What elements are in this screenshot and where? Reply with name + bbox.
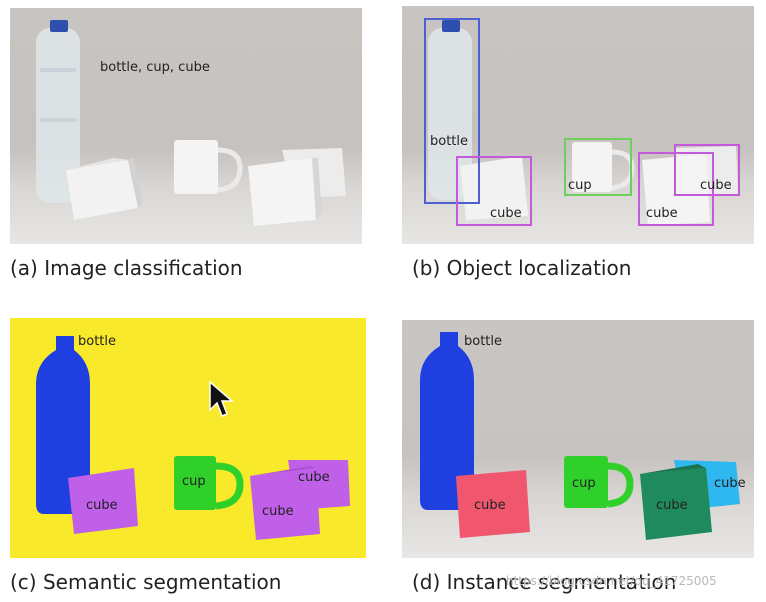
label-cube: cube [490,206,522,221]
label-cube: cube [86,498,118,513]
segmentation-map-d [420,332,740,540]
bbox-cup [564,138,632,196]
caption-c: (c) Semantic segmentation [10,570,282,594]
caption-b: (b) Object localization [412,256,632,280]
label-cup: cup [568,178,592,193]
label-cube: cube [656,498,688,513]
cube-shape [66,160,138,220]
panel-object-localization: bottle cup cube cube cube [402,6,754,244]
cube-mask [456,470,530,538]
label-cube: cube [262,504,294,519]
segmentation-map-c [36,336,350,540]
cube-shape [642,154,710,226]
bbox-cube [456,156,532,226]
label-bottle: bottle [430,134,469,149]
cube-mask [250,468,320,540]
cup-mask [564,456,608,508]
cup-mask [174,456,216,510]
label-bottle: bottle [464,334,503,349]
bbox-cube [638,152,714,226]
label-cube: cube [298,470,330,485]
caption-a: (a) Image classification [10,256,243,280]
bottle-mask [420,332,474,510]
bottle-cap [442,20,460,32]
label-cube: cube [714,476,746,491]
bbox-cube [674,144,740,196]
cube-mask [68,468,138,534]
bottle-mask [36,336,90,514]
panel-instance-segmentation: bottle cup cube cube cube [402,320,754,558]
cube-mask [640,468,712,540]
label-cup: cup [182,474,206,489]
label-cup: cup [572,476,596,491]
mouse-pointer-icon [208,380,236,424]
classification-label: bottle, cup, cube [100,60,210,75]
photo-scene-a [36,20,346,226]
cube-shape [248,158,316,226]
panel-image-classification: bottle, cup, cube [10,8,362,244]
cube-shape [460,156,528,220]
panel-semantic-segmentation: bottle cup cube cube cube [10,318,366,558]
label-cube: cube [474,498,506,513]
bottle-cap [50,20,68,32]
label-bottle: bottle [78,334,117,349]
bbox-bottle [424,18,480,204]
label-cube: cube [646,206,678,221]
cup-shape [174,140,218,194]
photo-scene-b [428,20,738,226]
label-cube: cube [700,178,732,193]
caption-d: (d) Instance segmentation [412,570,677,594]
cup-shape [572,142,612,192]
watermark: https://blog.csdn.net/qq_41725005 [506,574,717,588]
